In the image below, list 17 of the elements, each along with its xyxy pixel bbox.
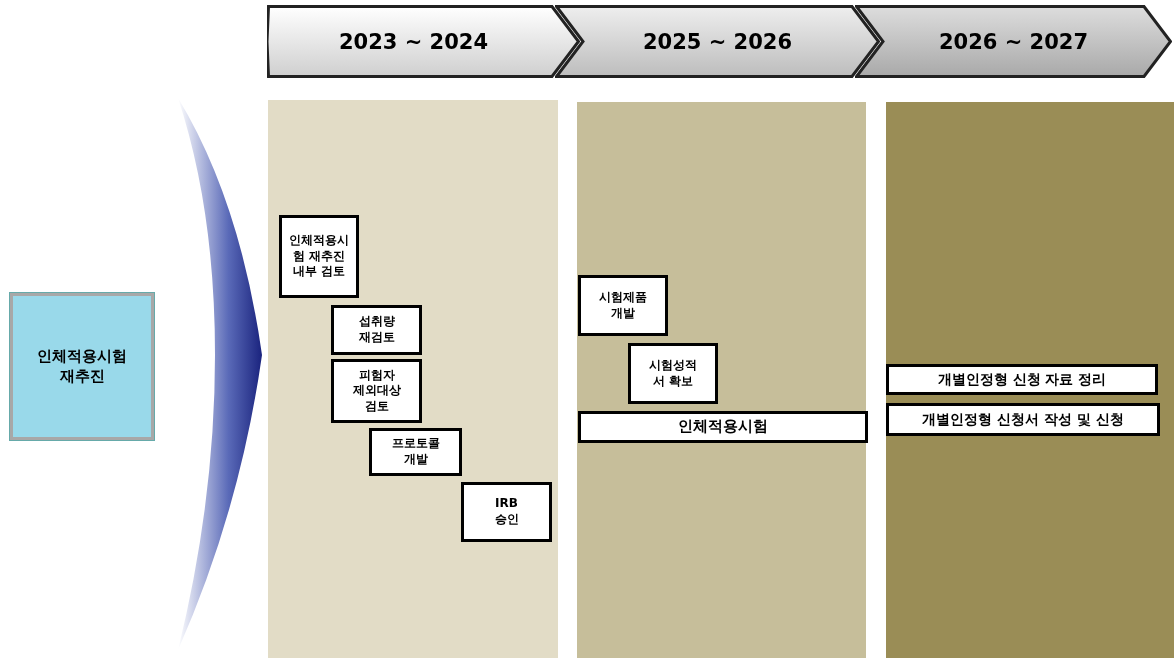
task-box: 인체적용시험 [578,411,868,443]
task-box: 시험성적서 확보 [628,343,718,404]
task-box: 인체적용시험 재추진 내부 검토 [279,215,359,298]
task-box: 개별인정형 신청 자료 정리 [886,364,1158,395]
task-box: 시험제품 개발 [578,275,668,336]
task-box: 개별인정형 신청서 작성 및 신청 [886,403,1160,436]
goal-box: 인체적용시험 재추진 [10,293,154,440]
task-box: IRB 승인 [461,482,552,542]
period-label: 2026 ~ 2027 [938,29,1089,54]
task-box: 프로토콜 개발 [369,428,462,476]
period-header [555,5,880,78]
period-label: 2023 ~ 2024 [338,29,489,54]
period-header [267,5,580,78]
task-box: 피험자 제외대상 검토 [331,359,422,423]
period-header [855,5,1172,78]
period-label: 2025 ~ 2026 [642,29,793,54]
task-box: 섭취량 재검토 [331,305,422,355]
